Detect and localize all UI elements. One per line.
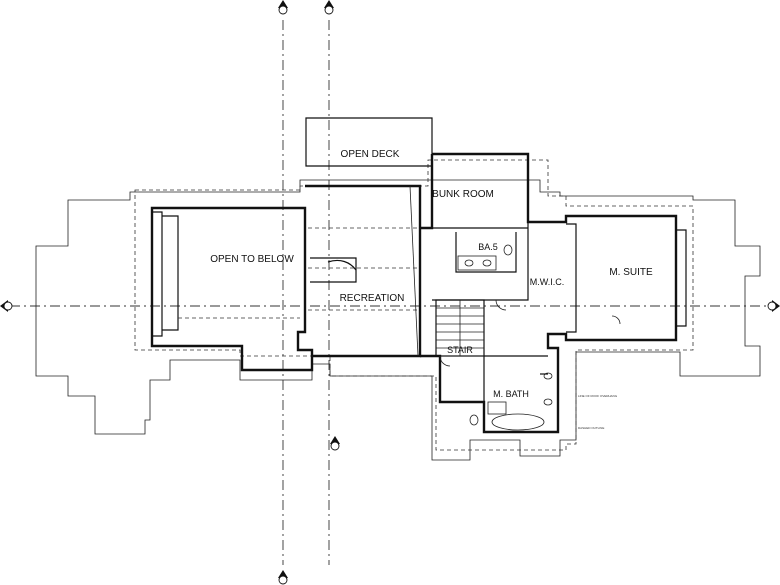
annotations: LINE OF ROOF OVERHANG DASHED OUTLINE <box>578 394 618 430</box>
grid-marker-icon <box>330 436 340 451</box>
lower-level-outline <box>35 179 761 461</box>
grid-marker-icon <box>278 0 288 15</box>
roof-overhang <box>134 159 694 451</box>
note-dashed-outline: DASHED OUTLINE <box>578 426 604 430</box>
grid-marker-icon <box>278 570 288 585</box>
ba5-fixtures <box>457 244 513 271</box>
room-label-bunk-room: BUNK ROOM <box>432 189 494 200</box>
room-label-open-to-below: OPEN TO BELOW <box>210 254 294 265</box>
room-labels: OPEN DECK BUNK ROOM OPEN TO BELOW RECREA… <box>210 149 653 399</box>
grid-lines <box>10 20 770 565</box>
grid-marker-icon <box>0 300 13 312</box>
room-label-m-suite: M. SUITE <box>609 267 653 278</box>
door-swings <box>439 299 621 367</box>
room-label-mwic: M.W.I.C. <box>530 277 565 287</box>
room-label-stair: STAIR <box>447 345 473 355</box>
room-label-m-bath: M. BATH <box>493 389 529 399</box>
room-label-ba5: BA.5 <box>478 242 498 252</box>
grid-marker-icon <box>324 0 334 15</box>
grid-marker-icon <box>767 300 780 312</box>
recreation-beams <box>178 185 419 357</box>
room-label-recreation: RECREATION <box>340 293 405 304</box>
exterior-walls <box>150 117 687 434</box>
m-bath-fixtures <box>469 372 553 431</box>
room-label-open-deck: OPEN DECK <box>341 149 400 160</box>
note-roof-overhang: LINE OF ROOF OVERHANG <box>578 394 618 398</box>
stair <box>435 299 485 357</box>
